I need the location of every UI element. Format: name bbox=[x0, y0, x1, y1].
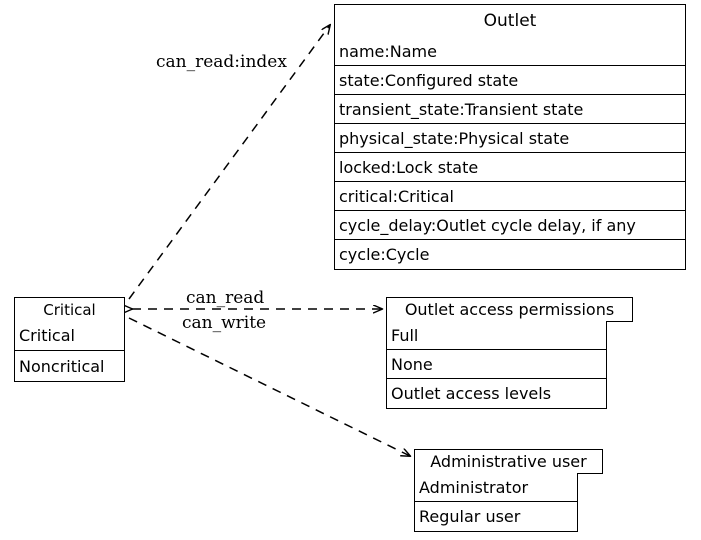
class-attribute-row: Regular user bbox=[415, 502, 577, 531]
class-title-administrative-user: Administrative user bbox=[414, 449, 603, 474]
class-attribute-row: state:Configured state bbox=[335, 66, 685, 95]
edge-label-can-read: can_read bbox=[186, 288, 265, 308]
class-attribute-row: name:Name bbox=[335, 37, 685, 66]
class-body-administrative-user: Administrator Regular user bbox=[414, 473, 578, 532]
class-attribute-row: None bbox=[387, 350, 606, 379]
class-title-outlet: Outlet bbox=[334, 4, 686, 38]
edge-label-can-read-index: can_read:index bbox=[156, 52, 287, 72]
class-title-outlet-access-permissions: Outlet access permissions bbox=[386, 297, 633, 322]
class-attribute-row: locked:Lock state bbox=[335, 153, 685, 182]
edge-label-can-write: can_write bbox=[182, 313, 267, 333]
class-body-outlet: name:Name state:Configured state transie… bbox=[334, 37, 686, 270]
class-attribute-row: physical_state:Physical state bbox=[335, 124, 685, 153]
class-attribute-row: Critical bbox=[15, 321, 124, 351]
class-body-outlet-access-permissions: Full None Outlet access levels bbox=[386, 321, 607, 409]
class-attribute-row: Full bbox=[387, 321, 606, 350]
class-attribute-row: critical:Critical bbox=[335, 182, 685, 211]
class-attribute-row: Noncritical bbox=[15, 351, 124, 381]
class-body-critical: Critical Noncritical bbox=[14, 321, 125, 382]
class-attribute-row: cycle:Cycle bbox=[335, 240, 685, 269]
class-attribute-row: Outlet access levels bbox=[387, 379, 606, 408]
edge-critical-to-admin-user bbox=[128, 317, 410, 456]
class-title-critical: Critical bbox=[14, 297, 125, 322]
class-attribute-row: Administrator bbox=[415, 473, 577, 502]
class-attribute-row: cycle_delay:Outlet cycle delay, if any bbox=[335, 211, 685, 240]
class-attribute-row: transient_state:Transient state bbox=[335, 95, 685, 124]
